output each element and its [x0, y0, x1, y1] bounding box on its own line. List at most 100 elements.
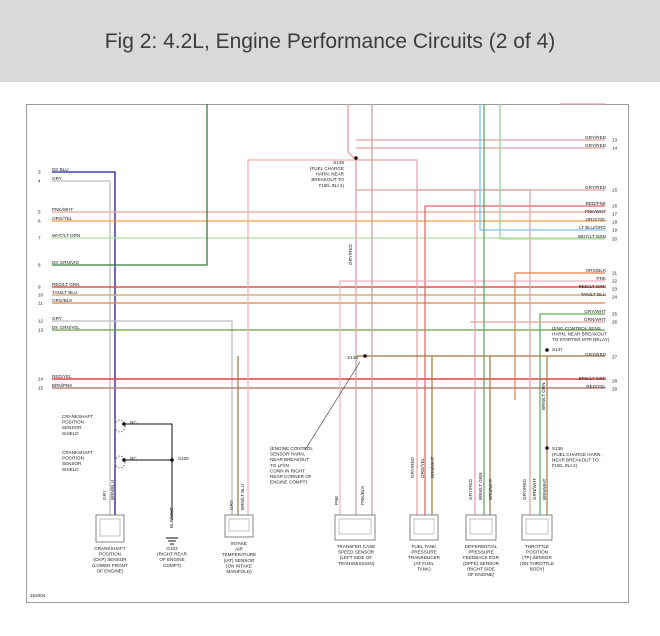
shield-bottom-label: SENSOR: [62, 461, 82, 466]
s137-label: S137: [552, 347, 563, 352]
ftp-label: TRANSDUCER: [408, 555, 441, 560]
ftp-label: TANK): [417, 566, 431, 571]
tp-label: (TP) SENSOR: [522, 555, 552, 560]
s136-label: S136: [347, 355, 358, 360]
iat-label: (IAT) SENSOR: [224, 558, 255, 563]
wire-gry-red-main: [347, 104, 357, 350]
s138-note: NEAR BREAKOUT TO: [552, 458, 599, 463]
wire-gry-ckp: [52, 180, 111, 515]
left-pin-label: TAN/LT BLU: [52, 290, 77, 295]
right-pin-label: LT BLU/ORG: [579, 225, 606, 230]
s138-dot: [545, 446, 549, 450]
wire-label-dpfe-c: BRN/WHT: [488, 478, 493, 500]
left-pin-label: DK GRN/VIO: [52, 260, 79, 265]
wires: [52, 103, 605, 545]
s138-note: (FUEL CHARGE HARN,: [552, 452, 602, 457]
tc-label: SPEED SENSOR: [338, 550, 375, 555]
wire-grn-wht: [539, 313, 605, 515]
wire-label-tp-a: GRY/RED: [522, 478, 527, 500]
wire-shield: [124, 423, 173, 520]
ckp-connector: [95, 514, 125, 543]
ckp-label: POSITION: [99, 552, 121, 557]
tc-label: TRANSMISSION): [338, 561, 375, 566]
tc-label: (LEFT SIDE OF: [340, 555, 373, 560]
left-pin-number: 9: [38, 285, 41, 290]
wire-gry-red-iat: [247, 159, 356, 515]
left-pin-label: PNK/WHT: [52, 207, 73, 212]
iat-label: AIR: [235, 547, 243, 552]
tp-label: (ON THROTTLE: [520, 561, 554, 566]
s137-note: TO STARTER MTR RELAY): [552, 337, 610, 342]
left-pin-number: 14: [38, 377, 44, 382]
ckp-label: (CKP) SENSOR: [93, 557, 127, 562]
dpfe-connector-inner: [469, 518, 493, 535]
tc-label: TRANSFER CASE: [337, 544, 376, 549]
left-pin-number: 10: [38, 293, 44, 298]
right-pin-number: 23: [612, 287, 618, 292]
wire-label-dpfe-b: BRN/LT GRN: [478, 473, 483, 500]
leader-ecs: [304, 361, 361, 451]
tp-label: POSITION: [526, 550, 548, 555]
s136-dot: [363, 354, 367, 358]
right-pin-number: 19: [612, 228, 618, 233]
shield-bottom-label: POSITION: [62, 456, 84, 461]
ecs-note: SENSOR HARN,: [270, 452, 305, 457]
wire-gry-red-tp: [475, 189, 531, 515]
right-pin-label: PNK: [597, 276, 607, 281]
wire-label-ftp-c: BRN/WHT: [430, 456, 435, 478]
wire-label-ckp-a: GRY: [102, 490, 107, 500]
wire-label-dpfe-a: GRY/RED: [468, 478, 473, 500]
shield-top-dot: [122, 422, 126, 426]
nc-label-1: NC: [130, 420, 137, 425]
left-pin-label: ORG/YEL: [52, 216, 73, 221]
wire-label-s137: BRN/LT GRN: [541, 383, 546, 410]
right-pin-label: ORG/BLK: [586, 268, 607, 273]
right-pin-label: GRY/RED: [585, 352, 607, 357]
left-pin-number: 13: [38, 328, 44, 333]
title-bar: [0, 0, 660, 82]
s137-note: HARN, NEAR BREAKOUT: [552, 332, 607, 337]
left-pin-label: DK BLU: [52, 167, 69, 172]
figure-code: 152004: [30, 593, 46, 598]
right-pin-number: 20: [612, 237, 618, 242]
dpfe-label: (DPFE) SENSOR: [463, 561, 500, 566]
ecs-note: (ENGINE CONTROL: [270, 446, 313, 451]
wire-label-ckp-b: BRN/BLU: [110, 480, 115, 500]
shield-top-label: SHIELD: [62, 431, 79, 436]
right-pin-number: 27: [612, 355, 618, 360]
ecs-note: ENGINE COMPT): [270, 480, 307, 485]
s135-dot: [354, 156, 358, 160]
s135-label: S135: [333, 160, 344, 165]
wire-label-iat-a: GRY: [229, 500, 234, 510]
s135-note: FUEL INJ 4): [319, 183, 345, 188]
wire-label-iat-b: BRN/LT BLU: [240, 484, 245, 510]
shield-bottom-label: SHIELD: [62, 467, 79, 472]
s135-note: BREAKOUT TO: [311, 177, 344, 182]
wire-label-tc-a: PNK: [334, 495, 339, 505]
ecs-note: REAR CORNER OF: [270, 474, 312, 479]
right-pin-label: GRN/WHT: [584, 317, 606, 322]
wire-label-tc-b: PNK/BLK: [360, 485, 365, 505]
right-pin-number: 18: [612, 220, 618, 225]
ckp-label: OF ENGINE): [97, 568, 124, 573]
shield-top-label: POSITION: [62, 420, 84, 425]
ecs-note: CONN IN RIGHT: [270, 468, 305, 473]
s138-note: FUEL INJ 2): [552, 463, 578, 468]
right-pin-number: 28: [612, 379, 618, 384]
left-pin-label: BRN/PNK: [52, 383, 73, 388]
right-pin-label: TAN/LT BLU: [581, 292, 606, 297]
wire-label-s135: GRY/RED: [348, 243, 353, 265]
dpfe-label: FEEDBACK EGR: [463, 555, 500, 560]
s100-label: S100: [178, 456, 189, 461]
shield-bot-dot: [122, 458, 126, 462]
g103-label: OF ENGINE: [159, 557, 184, 562]
g103-label: COMPT): [163, 563, 182, 568]
right-pin-number: 25: [612, 312, 618, 317]
left-pin-number: 5: [38, 210, 41, 215]
left-pin-number: 8: [38, 263, 41, 268]
s135-note: (FUEL CHARGE: [310, 166, 344, 171]
shield-top-label: CRANKSHAFT: [62, 414, 93, 419]
right-pin-number: 21: [612, 271, 618, 276]
right-pin-number: 26: [612, 320, 618, 325]
